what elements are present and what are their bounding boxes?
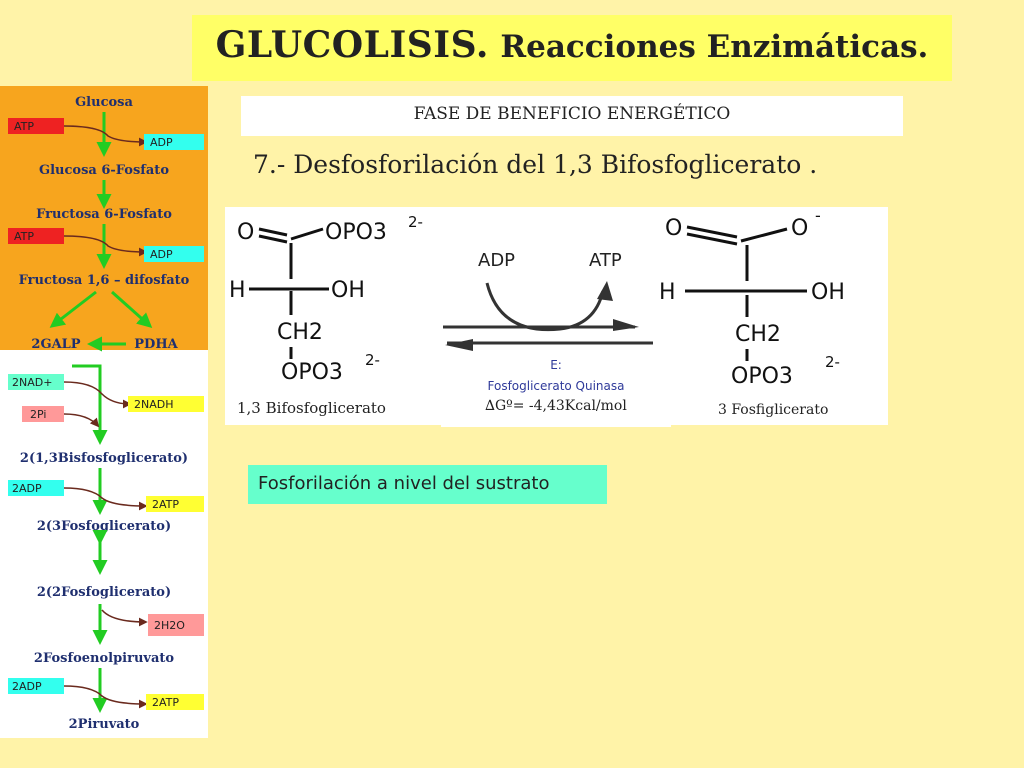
connector-atp1	[63, 125, 148, 147]
title-sub: Reacciones Enzimáticas.	[500, 29, 929, 65]
substrate-ch2: CH2	[277, 320, 323, 345]
page-title: GLUCOLISIS. Reacciones Enzimáticas.	[192, 20, 952, 70]
product-double-bond-b	[686, 232, 738, 246]
product-double-bond-a	[686, 225, 738, 239]
tag-nadh	[128, 396, 204, 412]
connector-h2o	[101, 609, 148, 627]
glycolysis-pathway: Glucosa ATP ADP Glucosa 6-Fosfato Fructo…	[0, 86, 208, 738]
cofactor-curve-arrow	[485, 282, 605, 332]
cofactor-out-label: ATP	[589, 250, 622, 271]
enzyme-label: E:	[550, 358, 562, 372]
tag-pi-label: 2Pi	[30, 408, 46, 421]
tag-adp2	[144, 246, 204, 262]
product-name: 3 Fosfiglicerato	[718, 402, 829, 418]
product-structure: O O - H OH CH2 OPO3 2-	[659, 206, 845, 389]
cofactor-arrowhead-icon	[597, 281, 613, 301]
product-o-double: O	[665, 216, 682, 241]
substrate-phosphate-bottom: OPO3	[281, 360, 343, 385]
step-title: 7.- Desfosforilación del 1,3 Bifosfoglic…	[253, 150, 818, 179]
tag-atp3-label: 2ATP	[152, 498, 179, 511]
tag-adp1	[144, 134, 204, 150]
tag-adp1-label: ADP	[150, 136, 173, 149]
tag-adp3-label: 2ADP	[12, 482, 42, 495]
delta-g-value: ∆Gº= -4,43Kcal/mol	[485, 398, 627, 414]
enzyme-box	[441, 355, 671, 427]
tag-atp2-label: ATP	[14, 230, 34, 243]
tag-adp4-label: 2ADP	[12, 680, 42, 693]
arrow-split-right	[110, 290, 153, 329]
tag-nad-label: 2NAD+	[12, 376, 52, 389]
substrate-name: 1,3 Bifosfoglicerato	[237, 399, 386, 417]
substrate-h: H	[229, 278, 246, 303]
metabolite-pep: 2Fosfoenolpiruvato	[34, 651, 174, 666]
substrate-structure: O OPO3 2- H OH CH2 OPO3 2-	[229, 213, 423, 385]
reverse-arrowhead-icon	[445, 339, 473, 351]
product-o-minus-charge: -	[815, 207, 821, 225]
product-o-minus: O	[791, 216, 808, 241]
cofactor-in-label: ADP	[478, 250, 516, 271]
enzyme-name: Fosfoglicerato Quinasa	[487, 379, 625, 393]
tag-atp2	[8, 228, 64, 244]
tag-nad	[8, 374, 64, 390]
callout-text: Fosforilación a nivel del sustrato	[258, 473, 550, 494]
tag-atp1-label: ATP	[14, 120, 34, 133]
phase-banner	[241, 96, 903, 136]
substrate-double-bond-a	[258, 227, 288, 237]
connector-pi	[63, 413, 100, 428]
product-h: H	[659, 280, 676, 305]
product-bond-c-o	[740, 227, 788, 243]
metabolite-pyr: 2Piruvato	[69, 717, 140, 732]
metabolite-pg2: 2(2Fosfoglicerato)	[37, 585, 171, 600]
tag-nadh-label: 2NADH	[134, 398, 174, 411]
metabolite-pdha: PDHA	[134, 337, 178, 352]
forward-arrowhead-icon	[613, 319, 639, 331]
tag-pi	[22, 406, 64, 422]
substrate-phosphate-top: OPO3	[325, 220, 387, 245]
callout-box	[248, 465, 607, 504]
metabolite-glucosa: Glucosa	[75, 95, 133, 110]
reaction-diagram: O OPO3 2- H OH CH2 OPO3 2- O	[229, 206, 845, 389]
title-banner	[192, 15, 952, 81]
tag-atp4-label: 2ATP	[152, 696, 179, 709]
tag-h2o-label: 2H2O	[154, 619, 185, 632]
substrate-bond-c-o	[290, 227, 324, 241]
substrate-double-bond-b	[258, 234, 288, 244]
connector-nad	[63, 381, 132, 409]
title-main: GLUCOLISIS.	[215, 24, 489, 66]
product-phosphate-bottom: OPO3	[731, 364, 793, 389]
metabolite-g6p: Glucosa 6-Fosfato	[39, 163, 169, 178]
tag-adp3	[8, 480, 64, 496]
tag-h2o	[148, 614, 204, 636]
substrate-oh: OH	[331, 278, 365, 303]
metabolite-pg3: 2(3Fosfoglicerato)	[37, 519, 171, 534]
reaction-arrows	[443, 281, 653, 351]
tag-adp2-label: ADP	[150, 248, 173, 261]
metabolite-f16bp: Fructosa 1,6 – difosfato	[19, 273, 190, 288]
metabolite-bpg: 2(1,3Bisfosfoglicerato)	[20, 451, 188, 466]
substrate-phosphate-bottom-charge: 2-	[365, 351, 380, 369]
tag-adp4	[8, 678, 64, 694]
connector-atp2	[63, 235, 148, 257]
connector-adp4	[63, 685, 148, 709]
connector-adp3	[63, 487, 148, 511]
arrow-step-6	[72, 364, 108, 445]
substrate-o-double: O	[237, 220, 254, 245]
tag-atp3	[146, 496, 204, 512]
tag-atp4	[146, 694, 204, 710]
substrate-phosphate-top-charge: 2-	[408, 213, 423, 231]
product-phosphate-bottom-charge: 2-	[825, 353, 840, 371]
metabolite-galp: 2GALP	[31, 337, 80, 352]
tag-atp1	[8, 118, 64, 134]
phase-label: FASE DE BENEFICIO ENERGÉTICO	[413, 104, 731, 124]
product-oh: OH	[811, 280, 845, 305]
product-ch2: CH2	[735, 322, 781, 347]
arrow-split-left	[49, 290, 97, 328]
metabolite-f6p: Fructosa 6-Fosfato	[36, 207, 172, 222]
